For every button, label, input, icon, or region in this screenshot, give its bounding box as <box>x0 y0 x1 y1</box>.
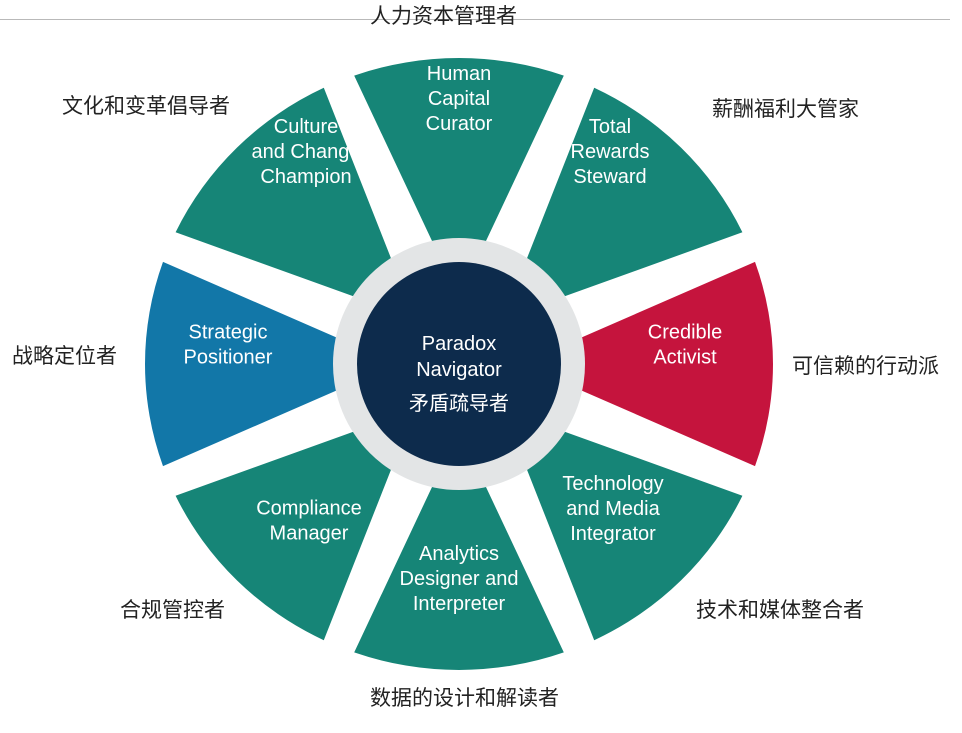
label-compliance-manager: 合规管控者 <box>120 598 225 622</box>
segment-text-strategic-positioner-2: Positioner <box>184 347 273 369</box>
label-strategic-positioner: 战略定位者 <box>12 344 117 368</box>
label-human-capital-curator: 人力资本管理者 <box>370 4 517 28</box>
segment-text-human-capital-curator-3: Curator <box>426 113 493 135</box>
segment-text-total-rewards-steward-3: Steward <box>573 166 646 188</box>
center-circle <box>357 262 561 466</box>
segment-technology-and-media-integrator <box>524 429 743 641</box>
segment-analytics-designer-and-interpreter <box>354 479 564 670</box>
center-line-3: 矛盾疏导者 <box>409 391 509 415</box>
segment-strategic-positioner <box>145 261 344 467</box>
segment-culture-and-change-champion <box>175 87 394 299</box>
segment-text-analytics-designer-and-interpreter-3: Interpreter <box>413 593 506 615</box>
segment-text-analytics-designer-and-interpreter-2: Designer and <box>400 568 519 590</box>
segment-text-compliance-manager-2: Manager <box>270 523 349 545</box>
segment-text-analytics-designer-and-interpreter-1: Analytics <box>419 543 499 565</box>
segment-text-credible-activist-1: Credible <box>648 322 722 344</box>
segment-text-culture-and-change-champion-3: Champion <box>260 166 351 188</box>
segment-total-rewards-steward <box>524 87 743 299</box>
segment-text-human-capital-curator-1: Human <box>427 63 491 85</box>
segment-text-human-capital-curator-2: Capital <box>428 88 490 110</box>
segment-text-technology-and-media-integrator-1: Technology <box>562 473 663 495</box>
segment-human-capital-curator <box>354 58 564 249</box>
segment-text-credible-activist-2: Activist <box>653 347 717 369</box>
label-technology-and-media-integrator: 技术和媒体整合者 <box>696 598 864 622</box>
segment-text-strategic-positioner-1: Strategic <box>189 322 268 344</box>
label-total-rewards-steward: 薪酬福利大管家 <box>712 97 859 121</box>
label-culture-and-change-champion: 文化和变革倡导者 <box>62 94 230 118</box>
segment-text-technology-and-media-integrator-3: Integrator <box>570 523 656 545</box>
center-line-2: Navigator <box>416 359 502 381</box>
segment-text-compliance-manager-1: Compliance <box>256 498 362 520</box>
label-analytics-designer-and-interpreter: 数据的设计和解读者 <box>370 686 559 710</box>
segment-text-technology-and-media-integrator-2: and Media <box>566 498 660 520</box>
segment-text-culture-and-change-champion-1: Culture <box>274 116 338 138</box>
center-line-1: Paradox <box>422 333 497 355</box>
label-credible-activist: 可信赖的行动派 <box>792 354 939 378</box>
segment-text-total-rewards-steward-1: Total <box>589 116 631 138</box>
segment-compliance-manager <box>175 429 394 641</box>
segment-text-culture-and-change-champion-2: and Change <box>252 141 361 163</box>
segment-text-total-rewards-steward-2: Rewards <box>571 141 650 163</box>
top-divider-line <box>0 19 950 20</box>
segment-credible-activist <box>574 261 773 467</box>
